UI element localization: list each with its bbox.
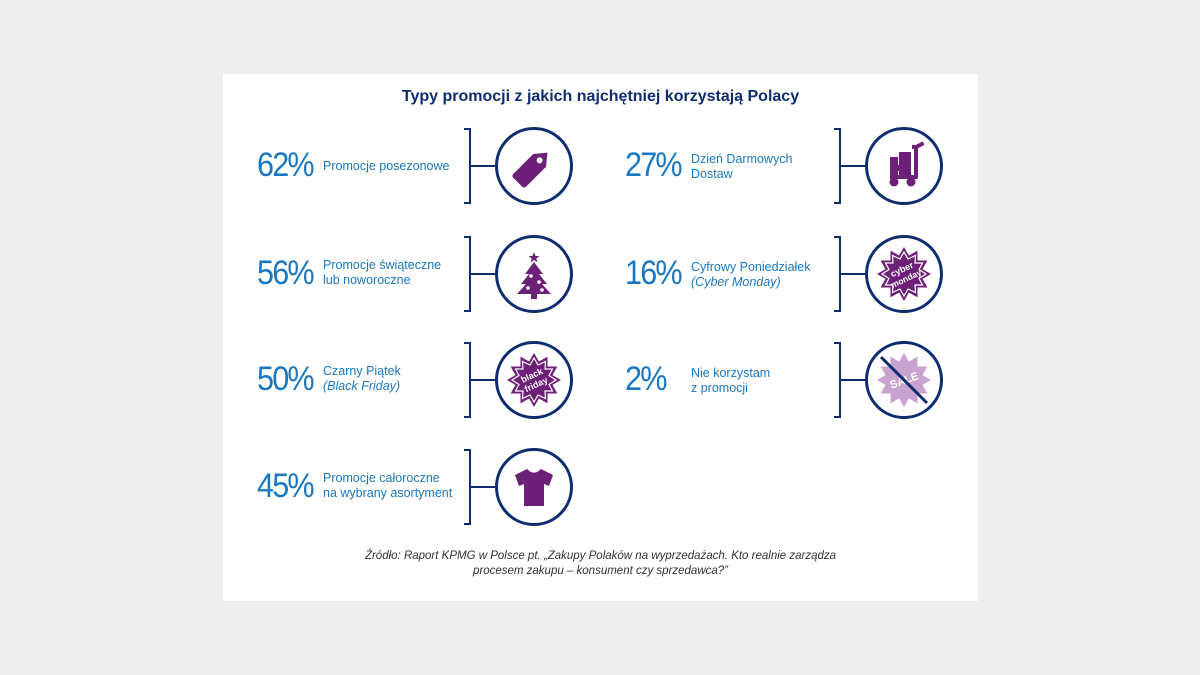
- stat-label-line1: Cyfrowy Poniedziałek: [691, 260, 811, 274]
- stat-label-line2: lub noworoczne: [323, 273, 411, 287]
- infographic-title: Typy promocji z jakich najchętniej korzy…: [401, 88, 800, 105]
- christmas-tree-icon: [517, 252, 551, 299]
- no-sale-icon: SALE: [877, 353, 931, 407]
- stat-percent: 45%: [257, 467, 315, 505]
- christmas-tree-icon-circle: [495, 235, 573, 313]
- stat-item-black-friday: 50% Czarny Piątek (Black Friday) black f…: [257, 340, 577, 420]
- tshirt-icon: [515, 469, 553, 506]
- stat-label: Cyfrowy Poniedziałek (Cyber Monday): [691, 260, 811, 290]
- stat-label-line1: Dzień Darmowych: [691, 152, 793, 166]
- stat-label-line2: Dostaw: [691, 167, 733, 181]
- cyber-monday-badge-icon: cyber monday: [877, 247, 931, 301]
- bracket-connector: [464, 128, 497, 204]
- stat-label-line2: z promocji: [691, 381, 748, 395]
- bracket-connector: [464, 236, 497, 312]
- bracket-connector: [464, 449, 497, 525]
- cyber-monday-badge-icon-circle: cyber monday: [865, 235, 943, 313]
- price-tag-icon: [512, 152, 548, 188]
- stat-label: Promocje całoroczne na wybrany asortymen…: [323, 471, 452, 501]
- black-friday-badge-icon-circle: black friday: [495, 341, 573, 419]
- stat-percent: 50%: [257, 360, 315, 398]
- bracket-connector: [834, 236, 867, 312]
- no-sale-icon-circle: SALE: [865, 341, 943, 419]
- stat-item-cyber-monday: 16% Cyfrowy Poniedziałek (Cyber Monday) …: [625, 234, 955, 314]
- source-line2: procesem zakupu – konsument czy sprzedaw…: [472, 565, 729, 577]
- stat-item-holiday: 56% Promocje świąteczne lub noworoczne: [257, 234, 577, 314]
- source-line1: Źródło: Raport KPMG w Polsce pt. „Zakupy…: [364, 550, 837, 562]
- stat-percent: 27%: [625, 146, 683, 184]
- stat-percent: 2%: [625, 360, 667, 398]
- stat-label-line1: Promocje całoroczne: [323, 471, 440, 485]
- stat-label-line1: Nie korzystam: [691, 366, 771, 380]
- stat-label-line1: Promocje świąteczne: [323, 258, 442, 272]
- stat-label: Promocje świąteczne lub noworoczne: [323, 258, 441, 288]
- source-note: Źródło: Raport KPMG w Polsce pt. „Zakupy…: [223, 549, 978, 579]
- stat-percent: 62%: [257, 146, 315, 184]
- tshirt-icon-circle: [495, 448, 573, 526]
- price-tag-icon-circle: [495, 127, 573, 205]
- stat-label-line2: (Cyber Monday): [691, 275, 781, 289]
- stat-label: Czarny Piątek (Black Friday): [323, 364, 401, 394]
- stat-label: Dzień Darmowych Dostaw: [691, 152, 792, 182]
- stat-percent: 56%: [257, 254, 315, 292]
- bracket-connector: [464, 342, 497, 418]
- stat-item-seasonal: 62% Promocje posezonowe: [257, 126, 577, 206]
- stat-label: Promocje posezonowe: [323, 159, 449, 174]
- stat-percent: 16%: [625, 254, 683, 292]
- stat-item-no-promotions: 2% Nie korzystam z promocji SALE: [625, 340, 955, 420]
- black-friday-badge-icon: black friday: [507, 353, 561, 407]
- stat-label-line2: (Black Friday): [323, 379, 401, 393]
- bracket-connector: [834, 128, 867, 204]
- stat-label-line1: Promocje posezonowe: [323, 159, 450, 173]
- stat-item-free-delivery: 27% Dzień Darmowych Dostaw: [625, 126, 955, 206]
- stat-item-year-round: 45% Promocje całoroczne na wybrany asort…: [257, 447, 577, 527]
- stat-label-line1: Czarny Piątek: [323, 364, 401, 378]
- stat-label: Nie korzystam z promocji: [691, 366, 770, 396]
- infographic-card: Typy promocji z jakich najchętniej korzy…: [223, 74, 978, 601]
- stat-label-line2: na wybrany asortyment: [323, 486, 453, 500]
- hand-truck-icon: [889, 142, 924, 187]
- hand-truck-icon-circle: [865, 127, 943, 205]
- bracket-connector: [834, 342, 867, 418]
